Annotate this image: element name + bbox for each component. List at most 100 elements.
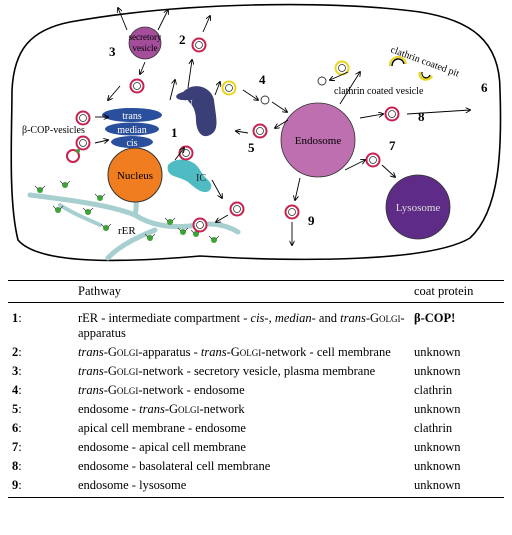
ribosome-tail-icon: [100, 223, 112, 228]
coat-protein: β-COP!: [410, 303, 504, 344]
pathway-text-segment: -: [103, 383, 108, 397]
pathway-number-2: 2: [179, 32, 186, 47]
pathway-text-segment: rER - intermediate compartment -: [78, 311, 251, 325]
pathway-text-segment: -: [103, 364, 108, 378]
pathway-arrow-icon: [157, 10, 168, 31]
intermediate-compartment: [167, 159, 212, 193]
clathrin-vesicle-core-icon: [338, 64, 346, 72]
pathway-description: endosome - apical cell membrane: [74, 438, 410, 457]
clathrin-coated-pit: [389, 56, 434, 81]
number-colon: :: [18, 383, 22, 397]
col-header-coat-protein: coat protein: [410, 280, 504, 303]
pathway-number-4: 4: [259, 72, 266, 87]
pathway-number: 6:: [8, 419, 74, 438]
number-colon: :: [18, 402, 22, 416]
clathrin-vesicle-core-icon: [225, 84, 233, 92]
pathway-text-segment: trans: [78, 345, 104, 359]
vesicle-core-icon: [256, 127, 264, 135]
pathway-text-segment: -network - secretory vesicle, plasma mem…: [138, 364, 376, 378]
pathway-arrow-icon: [406, 110, 470, 115]
uncoated-vesicle-icon: [317, 76, 327, 86]
coat-protein: unknown: [410, 438, 504, 457]
ic-label: IC: [196, 173, 206, 184]
pathway-number-value: 5: [12, 402, 19, 416]
pathway-number: 3:: [8, 362, 74, 381]
pathway-arrow-icon: [140, 61, 146, 74]
pathway-text-segment: -: [365, 311, 370, 325]
ribosome-tail-icon: [94, 193, 106, 198]
pathway-number-value: 4: [12, 383, 19, 397]
coat-protein: unknown: [410, 476, 504, 498]
pathway-description: trans-Golgi-apparatus - trans-Golgi-netw…: [74, 343, 410, 362]
pathway-number-8: 8: [418, 109, 425, 124]
secretory-vesicle-label-1: secretory: [129, 32, 162, 42]
nucleus: [107, 147, 163, 203]
endosome: [280, 102, 356, 178]
pathway-text-segment: median: [274, 311, 312, 325]
pathway-number-value: 3: [12, 364, 19, 378]
number-colon: :: [18, 364, 22, 378]
endosome-label: Endosome: [295, 135, 342, 147]
ribosome-tail-icon: [82, 207, 94, 212]
pathway-description: endosome - lysosome: [74, 476, 410, 498]
copi-coat-icon: [76, 149, 80, 153]
vesicle-core-icon: [79, 114, 87, 122]
golgi-cis-label: cis: [126, 138, 137, 149]
pathway-number-9: 9: [308, 213, 315, 228]
pathway-arrow-icon: [174, 148, 184, 161]
col-header-pathway: Pathway: [74, 280, 410, 303]
ribosome-tail-icon: [144, 233, 156, 238]
coat-protein: unknown: [410, 343, 504, 362]
cell-diagram: rER Nucleus trans median cis TGN IC secr…: [10, 3, 502, 262]
pathway-text-segment: endosome - basolateral cell membrane: [78, 459, 271, 473]
pathway-text-segment: Golgi: [168, 402, 200, 416]
pathway-arrow-icon: [236, 131, 249, 133]
golgi-median: [105, 122, 159, 136]
pathway-arrow-icon: [94, 140, 108, 143]
pathway-number-value: 8: [12, 459, 19, 473]
pathway-text-segment: Golgi: [107, 345, 139, 359]
vesicle-core-icon: [195, 41, 203, 49]
pathway-text-segment: apical cell membrane - endosome: [78, 421, 246, 435]
rer-label: rER: [118, 225, 136, 237]
pathway-number: 5:: [8, 400, 74, 419]
pathway-description: apical cell membrane - endosome: [74, 419, 410, 438]
ribosome-tail-icon: [52, 205, 64, 210]
number-colon: :: [18, 311, 22, 325]
golgi-median-label: median: [117, 125, 146, 136]
pathway-arrow-icon: [275, 119, 289, 128]
ribosome-icon: [62, 182, 68, 188]
pathway-table: Pathway coat protein 1:rER - intermediat…: [8, 280, 504, 498]
cell-membrane: [10, 3, 502, 262]
pathway-text-segment: endosome - lysosome: [78, 478, 187, 492]
pathway-number: 2:: [8, 343, 74, 362]
pathway-arrow-icon: [216, 214, 229, 222]
pathway-arrow-icon: [118, 8, 128, 31]
lysosome-label: Lysosome: [396, 202, 441, 214]
pathway-text-segment: Golgi: [107, 364, 139, 378]
pathway-arrow-icon: [330, 71, 349, 80]
vesicle-core-icon: [133, 82, 141, 90]
pathway-text-segment: trans: [78, 383, 104, 397]
coat-protein: unknown: [410, 362, 504, 381]
pathway-text-segment: unknown: [414, 402, 461, 416]
pathway-number: 7:: [8, 438, 74, 457]
pathway-text-segment: -: [226, 345, 231, 359]
pathway-text-segment: -: [103, 345, 108, 359]
vesicle-core-icon: [233, 205, 241, 213]
pathway-number-value: 9: [12, 478, 19, 492]
number-colon: :: [18, 345, 22, 359]
pathway-number-7: 7: [389, 138, 396, 153]
pathway-description: trans-Golgi-network - endosome: [74, 381, 410, 400]
vesicle-core-icon: [79, 139, 87, 147]
coat-protein: clathrin: [410, 419, 504, 438]
vesicle-core-icon: [288, 208, 296, 216]
pathway-description: endosome - basolateral cell membrane: [74, 457, 410, 476]
ribosome-icon: [55, 207, 61, 213]
ribosome-icon: [97, 195, 103, 201]
pathway-text-segment: β-: [414, 311, 425, 325]
pathway-number-value: 7: [12, 440, 19, 454]
